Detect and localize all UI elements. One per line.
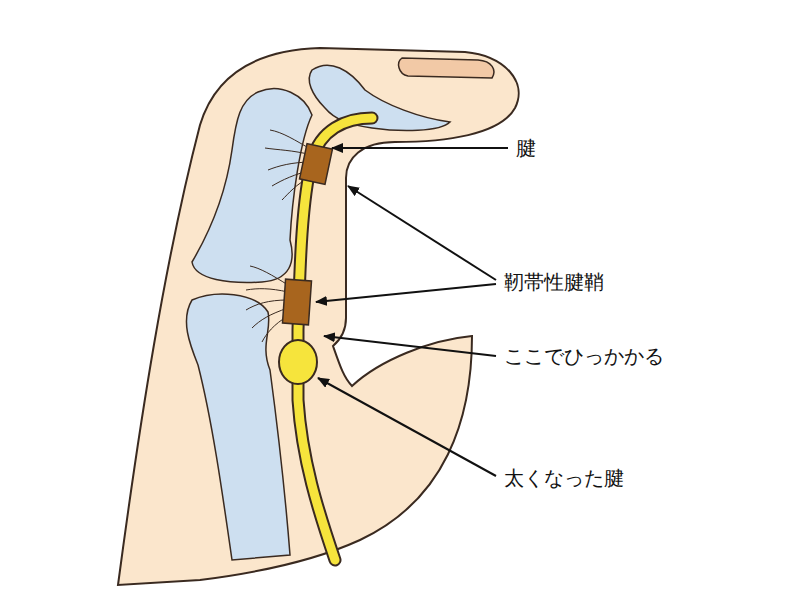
tendon bbox=[298, 118, 372, 560]
proximal-bone bbox=[186, 294, 290, 560]
sheath-1 bbox=[300, 144, 333, 185]
nail bbox=[399, 58, 494, 78]
finger-skin bbox=[118, 48, 519, 585]
sheath-2 bbox=[282, 279, 311, 325]
callout-label: ここでひっかかる bbox=[504, 344, 664, 368]
thickened-tendon bbox=[279, 340, 317, 384]
callout-label: 靭帯性腱鞘 bbox=[504, 270, 604, 294]
callout-label: 腱 bbox=[516, 136, 536, 160]
distal-bone bbox=[309, 65, 450, 130]
callout-label: 太くなった腱 bbox=[504, 466, 624, 490]
tendon-outline bbox=[298, 118, 372, 560]
leader-lines bbox=[316, 148, 508, 476]
middle-bone bbox=[192, 89, 312, 283]
